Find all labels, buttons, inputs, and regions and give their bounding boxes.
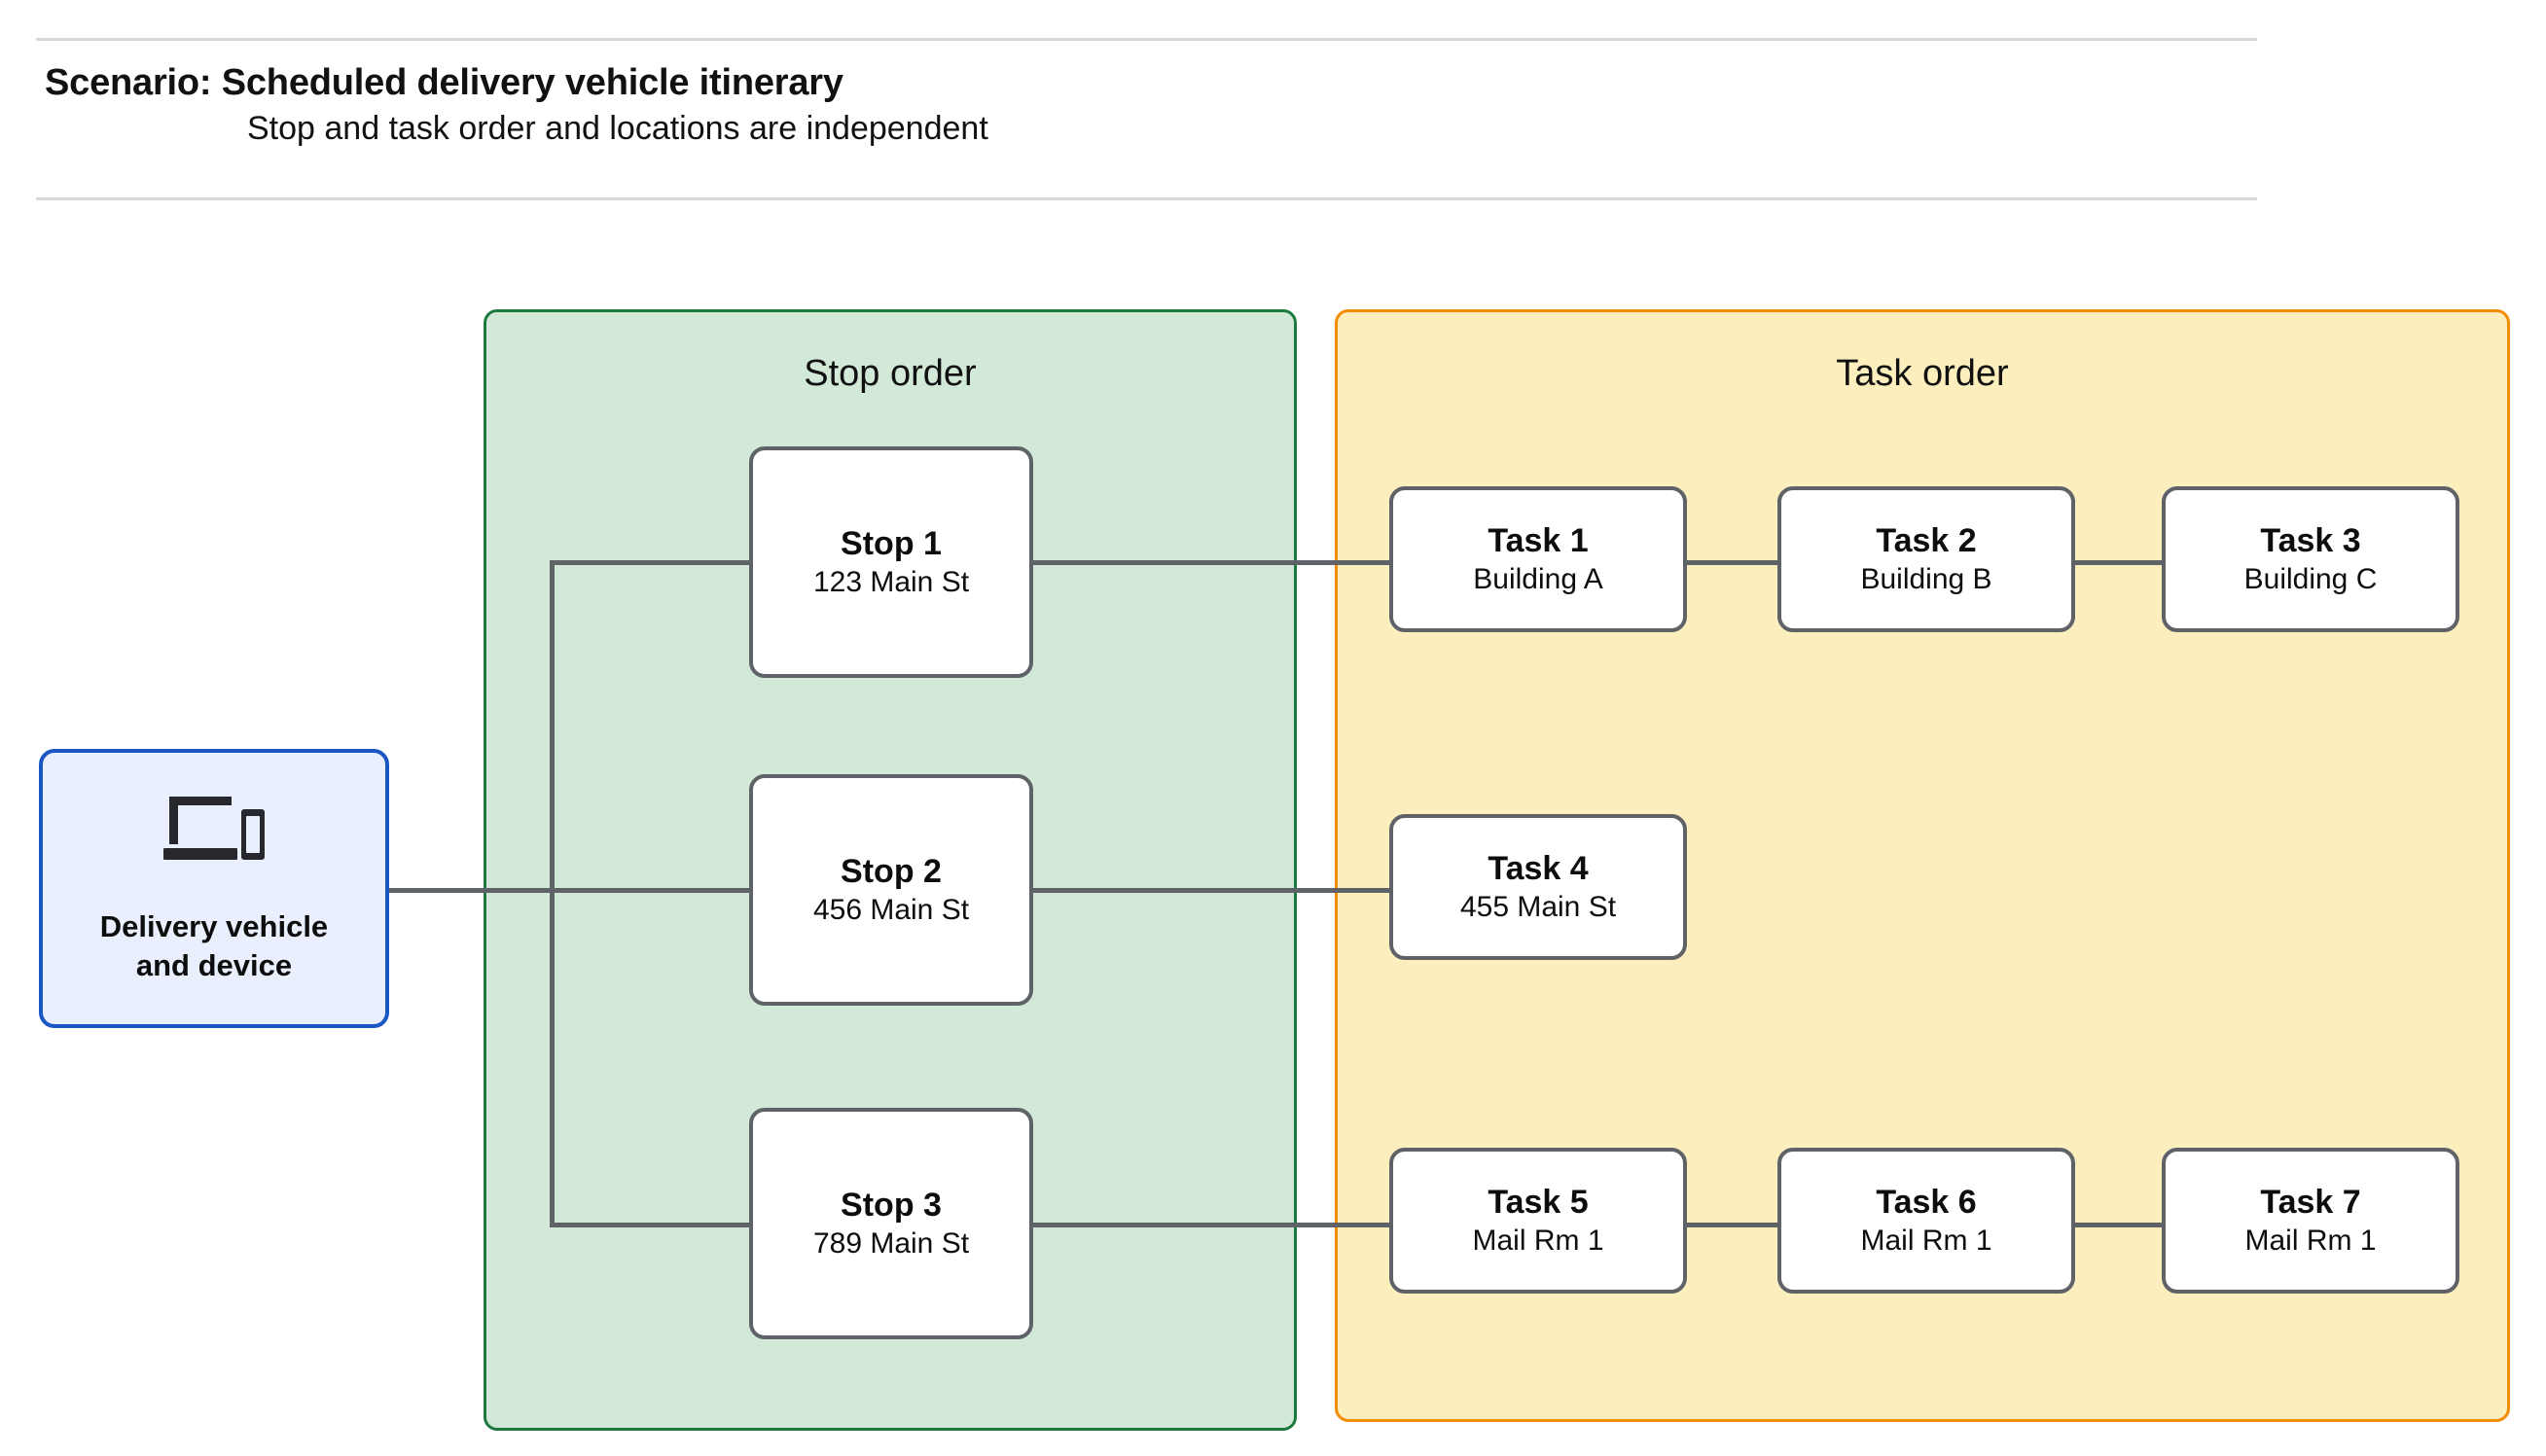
header-text-block: Scenario: Scheduled delivery vehicle iti…: [45, 60, 2185, 150]
page-title: Scenario: Scheduled delivery vehicle iti…: [45, 62, 843, 103]
task-node-4[interactable]: Task 4 455 Main St: [1389, 814, 1687, 960]
task-node-6[interactable]: Task 6 Mail Rm 1: [1777, 1148, 2075, 1294]
wire-task-2-to-task-3: [2071, 560, 2165, 565]
stop-node-3-title: Stop 3: [841, 1186, 942, 1224]
stop-node-1-address: 123 Main St: [812, 566, 970, 599]
task-node-5[interactable]: Task 5 Mail Rm 1: [1389, 1148, 1687, 1294]
task-node-6-location: Mail Rm 1: [1860, 1225, 1992, 1258]
stop-node-2-title: Stop 2: [841, 852, 942, 890]
stop-order-group-title: Stop order: [804, 353, 977, 394]
wire-trunk-to-stop-3: [550, 1223, 753, 1227]
task-node-1-title: Task 1: [1488, 521, 1589, 559]
page-subtitle: Stop and task order and locations are in…: [247, 110, 988, 148]
stop-node-2[interactable]: Stop 2 456 Main St: [749, 774, 1033, 1006]
task-node-1[interactable]: Task 1 Building A: [1389, 486, 1687, 632]
task-node-2-location: Building B: [1860, 563, 1992, 596]
task-order-group-title: Task order: [1836, 353, 2009, 394]
delivery-vehicle-and-device-node[interactable]: Delivery vehicle and device: [39, 749, 389, 1028]
wire-task-6-to-task-7: [2071, 1223, 2165, 1227]
task-node-7-location: Mail Rm 1: [2244, 1225, 2377, 1258]
task-node-3[interactable]: Task 3 Building C: [2162, 486, 2459, 632]
computer-and-phone-icon: [163, 796, 265, 860]
task-node-3-title: Task 3: [2260, 521, 2361, 559]
task-node-2[interactable]: Task 2 Building B: [1777, 486, 2075, 632]
task-node-4-location: 455 Main St: [1459, 891, 1617, 924]
header-divider-bottom: [36, 197, 2257, 200]
task-node-2-title: Task 2: [1876, 521, 1977, 559]
task-node-6-title: Task 6: [1876, 1183, 1977, 1221]
header-divider-top: [36, 38, 2257, 41]
stop-node-1[interactable]: Stop 1 123 Main St: [749, 446, 1033, 678]
task-node-1-location: Building A: [1473, 563, 1603, 596]
task-node-7[interactable]: Task 7 Mail Rm 1: [2162, 1148, 2459, 1294]
task-node-5-location: Mail Rm 1: [1472, 1225, 1604, 1258]
wire-device-to-trunk: [389, 888, 555, 893]
stop-node-3-address: 789 Main St: [812, 1227, 970, 1261]
wire-trunk-to-stop-2: [550, 888, 753, 893]
wire-task-5-to-task-6: [1683, 1223, 1780, 1227]
stop-node-2-address: 456 Main St: [812, 894, 970, 927]
wire-task-1-to-task-2: [1683, 560, 1780, 565]
task-node-4-title: Task 4: [1488, 849, 1589, 887]
task-node-7-title: Task 7: [2260, 1183, 2361, 1221]
task-node-5-title: Task 5: [1488, 1183, 1589, 1221]
stop-node-3[interactable]: Stop 3 789 Main St: [749, 1108, 1033, 1339]
wire-trunk-to-stop-1: [550, 560, 753, 565]
stop-node-1-title: Stop 1: [841, 524, 942, 562]
delivery-vehicle-and-device-label: Delivery vehicle and device: [99, 908, 329, 982]
wire-trunk-vertical: [550, 560, 555, 1227]
wire-stop-1-to-task-1: [1029, 560, 1393, 565]
wire-stop-3-to-task-5: [1029, 1223, 1393, 1227]
wire-stop-2-to-task-4: [1029, 888, 1393, 893]
task-node-3-location: Building C: [2243, 563, 2378, 596]
